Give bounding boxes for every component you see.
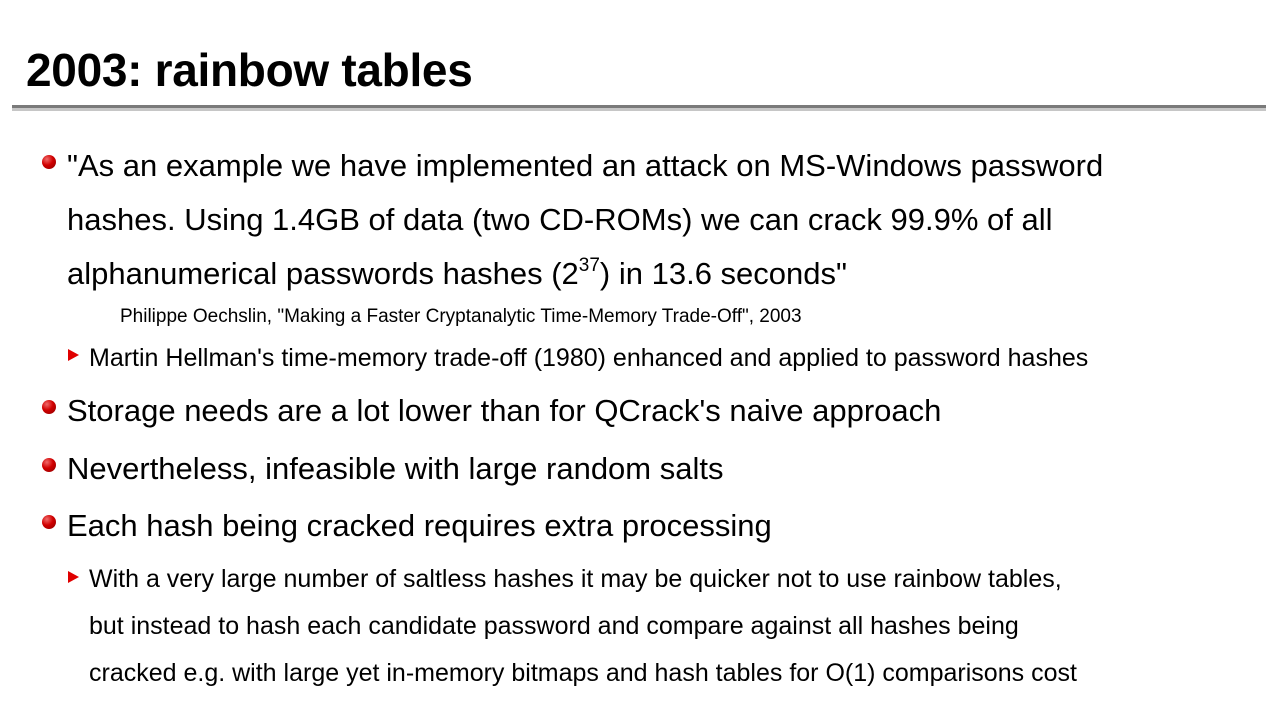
bullet-processing: Each hash being cracked requires extra p…: [67, 508, 772, 543]
title-divider: [12, 105, 1266, 111]
bullet-icon: [42, 515, 56, 529]
quote-line-1: "As an example we have implemented an at…: [67, 148, 1104, 183]
sub-bullet-line-1: With a very large number of saltless has…: [89, 565, 1062, 593]
quote-line-3-text: alphanumerical passwords hashes (2: [67, 256, 579, 291]
quote-line-3-end: ) in 13.6 seconds": [599, 256, 848, 291]
bullet-icon: [42, 155, 56, 169]
bullet-storage: Storage needs are a lot lower than for Q…: [67, 393, 942, 428]
citation: Philippe Oechslin, "Making a Faster Cryp…: [120, 306, 802, 327]
sub-bullet-line-2: but instead to hash each candidate passw…: [89, 612, 1019, 640]
quote-line-3: alphanumerical passwords hashes (237) in…: [67, 247, 847, 301]
arrow-bullet-icon: [68, 571, 79, 583]
exponent: 37: [578, 254, 600, 276]
bullet-icon: [42, 458, 56, 472]
slide-title: 2003: rainbow tables: [26, 44, 473, 96]
quote-line-2: hashes. Using 1.4GB of data (two CD-ROMs…: [67, 202, 1053, 237]
arrow-bullet-icon: [68, 349, 79, 361]
sub-bullet-hellman: Martin Hellman's time-memory trade-off (…: [89, 344, 1089, 372]
bullet-salts: Nevertheless, infeasible with large rand…: [67, 451, 724, 486]
sub-bullet-line-3: cracked e.g. with large yet in-memory bi…: [89, 659, 1077, 687]
bullet-icon: [42, 400, 56, 414]
